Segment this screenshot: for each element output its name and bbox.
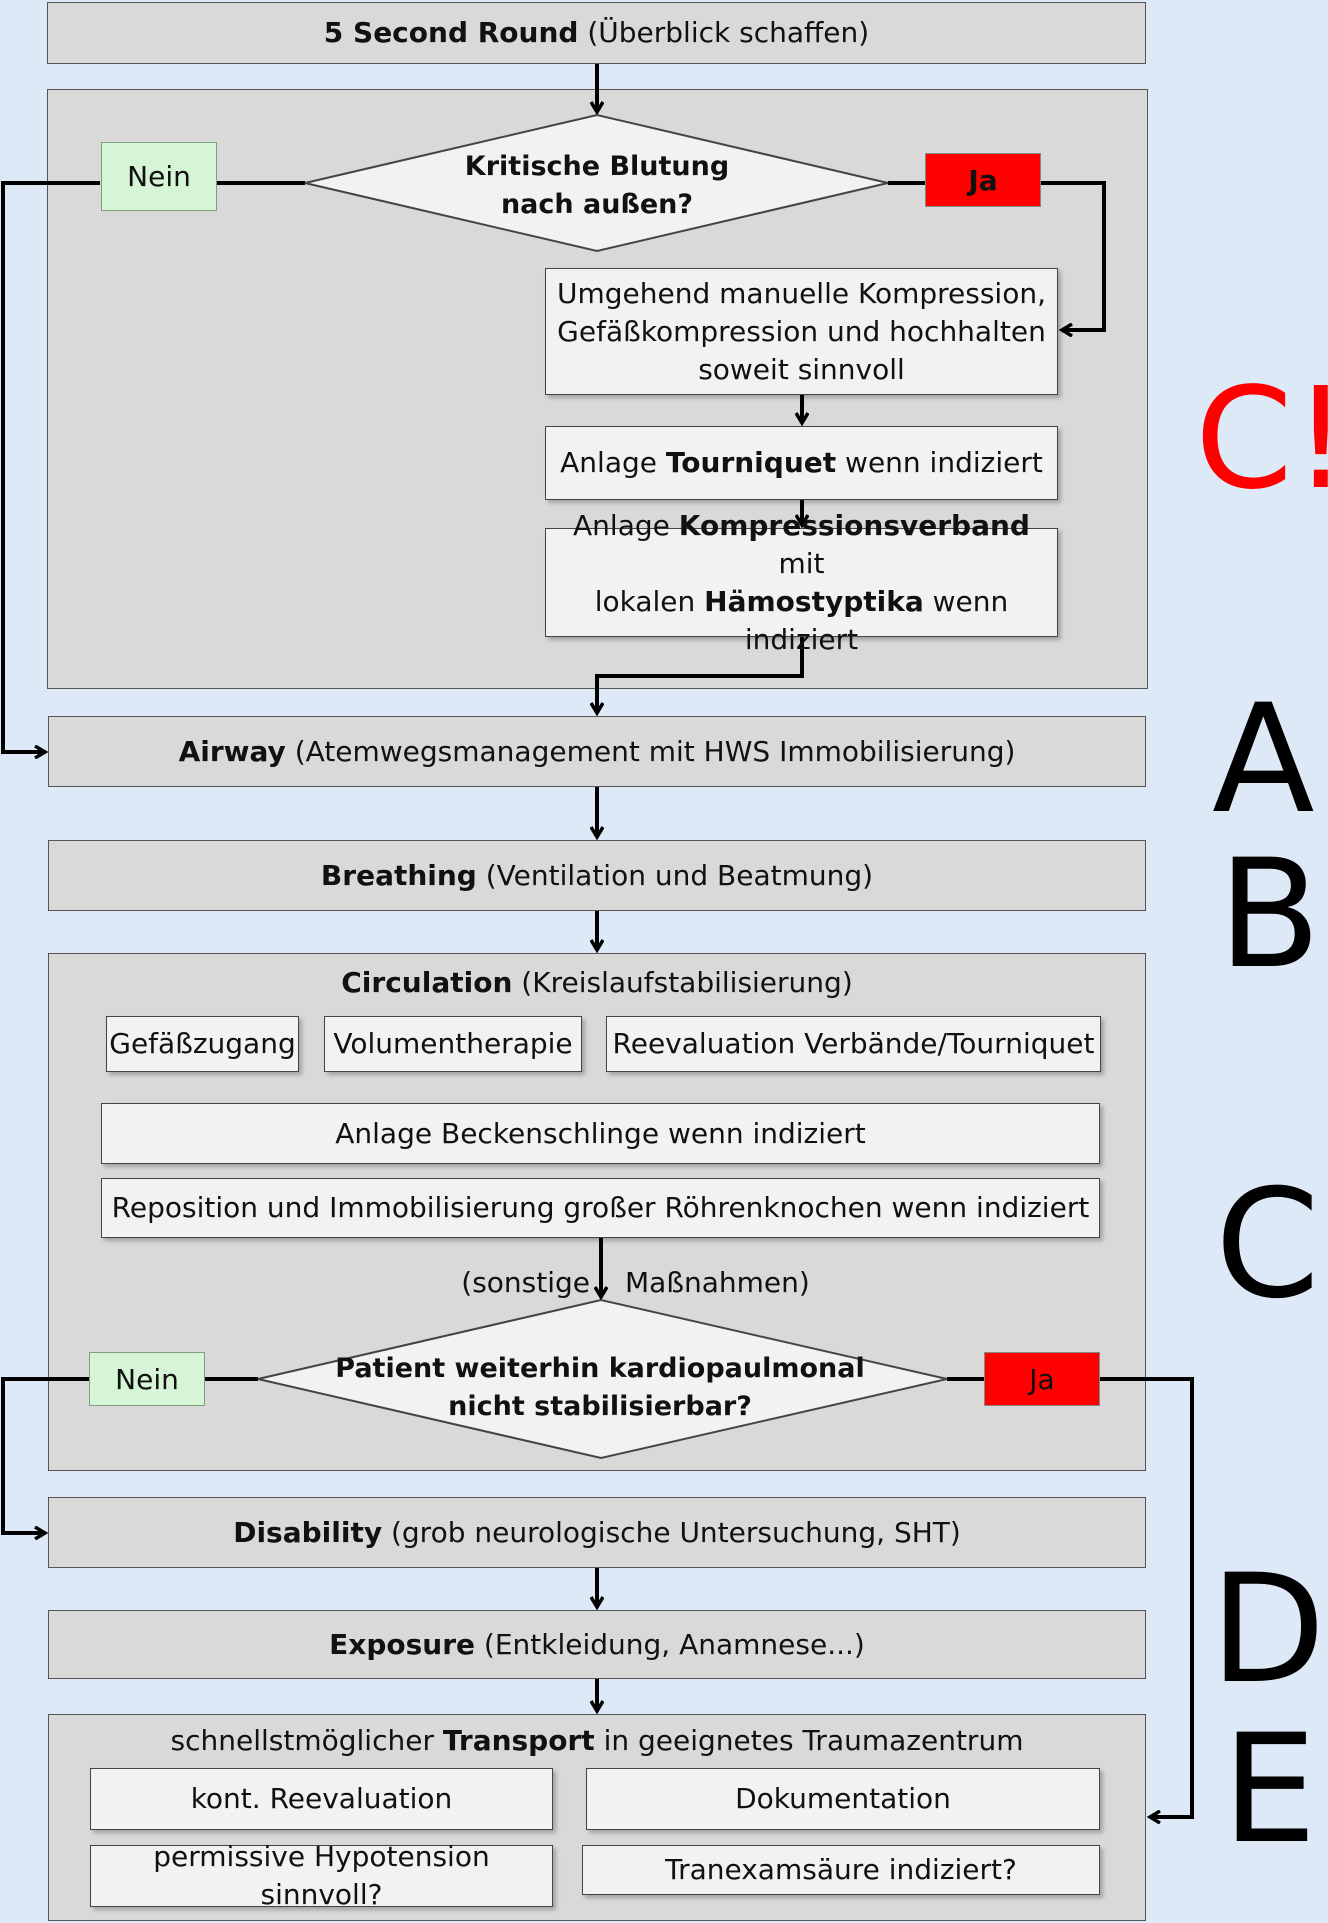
exposure-box: Exposure (Entkleidung, Anamnese...) [48,1610,1146,1679]
stability-yes-label: Ja [984,1352,1100,1406]
five-second-round-title: 5 Second Round [323,16,579,49]
letter-b: B [1218,828,1321,1002]
transport-heading: schnellstmöglicher Transport in geeignet… [48,1721,1146,1761]
transport-post: in geeignetes Traumazentrum [594,1724,1024,1757]
exposure-desc: (Entkleidung, Anamnese...) [475,1627,865,1661]
tourniquet-step: Anlage Tourniquet wenn indiziert [545,426,1058,500]
bone-reposition-step: Reposition und Immobilisierung großer Rö… [101,1178,1100,1238]
bandage-term: Kompressionsverband [678,508,1030,542]
transport-item-reevaluation: kont. Reevaluation [90,1768,553,1830]
transport-pre: schnellstmöglicher [170,1724,443,1757]
breathing-box: Breathing (Ventilation und Beatmung) [48,840,1146,911]
five-second-round-desc: (Überblick schaffen) [578,16,870,49]
hemostatic-post: wenn indiziert [744,584,1009,656]
letter-e: E [1222,1703,1317,1877]
circulation-title: Circulation [341,966,513,999]
tourniquet-pre: Anlage [560,446,666,479]
letter-d: D [1210,1543,1326,1717]
disability-title: Disability [233,1515,383,1549]
transport-item-documentation: Dokumentation [586,1768,1100,1830]
circulation-item-volume-therapy: Volumentherapie [324,1016,582,1072]
circulation-item-vascular-access: Gefäßzugang [106,1016,299,1072]
other-measures-left: (sonstige [461,1266,590,1299]
letter-a: A [1212,673,1315,847]
airway-desc: (Atemwegsmanagement mit HWS Immobilisier… [285,734,1016,768]
bleeding-yes-label: Ja [925,153,1041,207]
five-second-round-box: 5 Second Round (Überblick schaffen) [47,2,1146,64]
circulation-heading: Circulation (Kreislaufstabilisierung) [48,963,1146,1003]
disability-box: Disability (grob neurologische Untersuch… [48,1497,1146,1568]
tourniquet-term: Tourniquet [665,446,837,479]
stability-question: Patient weiterhin kardiopaulmonal nicht … [330,1350,870,1426]
transport-item-permissive-hypotension: permissive Hypotension sinnvoll? [90,1840,553,1911]
bandage-mid: mit [778,546,825,580]
other-measures-right: Maßnahmen) [625,1266,810,1299]
bandage-pre: Anlage [573,508,679,542]
compression-step: Umgehend manuelle Kompression, Gefäßkomp… [545,268,1058,395]
exposure-title: Exposure [329,1627,476,1661]
hemostatic-term: Hämostyptika [704,584,924,618]
bleeding-question: Kritische Blutung nach außen? [395,148,799,224]
circulation-item-reevaluation: Reevaluation Verbände/Tourniquet [606,1016,1101,1072]
compression-line3: soweit sinnvoll [698,352,905,386]
breathing-title: Breathing [320,858,477,892]
bleeding-no-label: Nein [101,142,217,211]
bleeding-question-line2: nach außen? [500,189,694,220]
compression-line1: Umgehend manuelle Kompression, [556,276,1046,310]
disability-desc: (grob neurologische Untersuchung, SHT) [382,1515,961,1549]
transport-item-tranexamic-acid: Tranexamsäure indiziert? [582,1845,1100,1895]
airway-title: Airway [178,734,286,768]
transport-title: Transport [442,1724,595,1757]
bleeding-question-line1: Kritische Blutung [464,151,730,182]
letter-c-critical: C! [1195,358,1328,521]
tourniquet-post: wenn indiziert [836,446,1043,479]
compression-line2: Gefäßkompression und hochhalten [557,314,1046,348]
compression-bandage-step: Anlage Kompressionsverband mit lokalen H… [545,509,1058,656]
breathing-desc: (Ventilation und Beatmung) [476,858,874,892]
hemostatic-pre: lokalen [594,584,705,618]
stability-no-label: Nein [89,1352,205,1406]
stability-question-line2: nicht stabilisierbar? [448,1391,752,1422]
airway-box: Airway (Atemwegsmanagement mit HWS Immob… [48,716,1146,787]
circulation-desc: (Kreislaufstabilisierung) [512,966,853,999]
pelvic-sling-step: Anlage Beckenschlinge wenn indiziert [101,1103,1100,1164]
stability-question-line1: Patient weiterhin kardiopaulmonal [335,1353,865,1384]
letter-c: C [1215,1158,1320,1332]
